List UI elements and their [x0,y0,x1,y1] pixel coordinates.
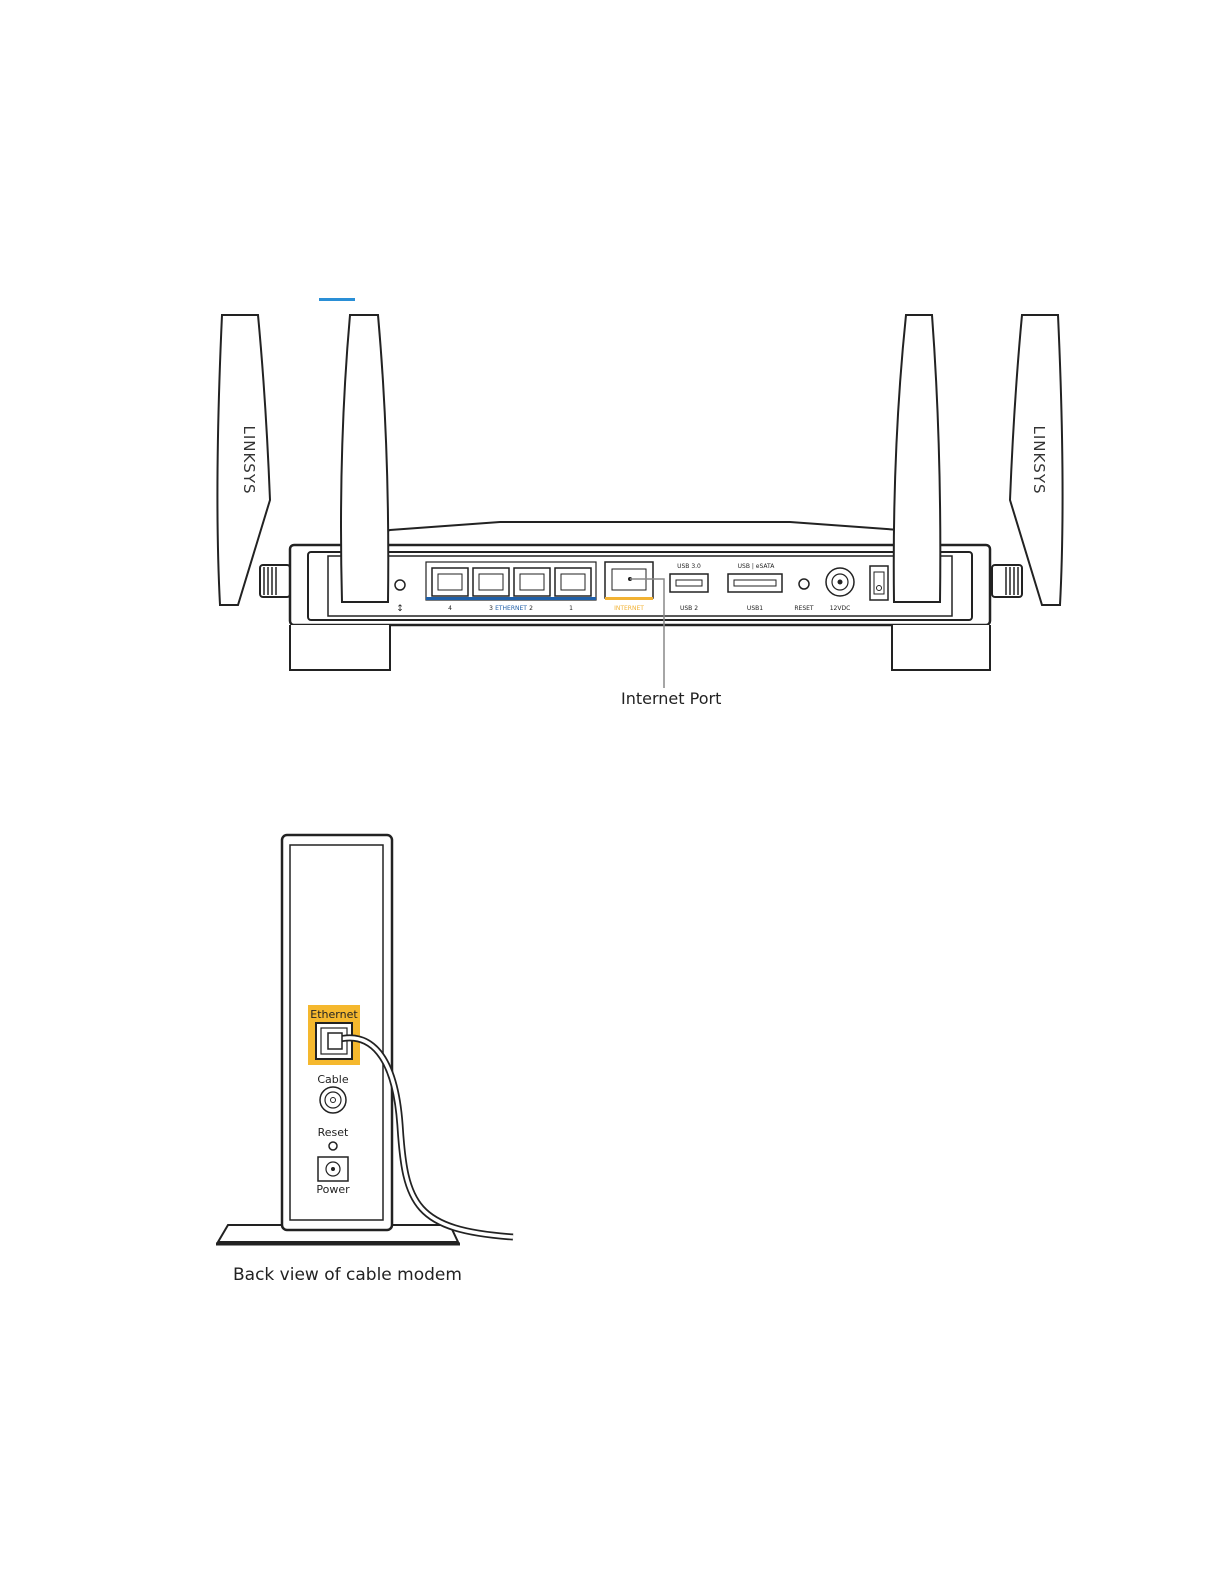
eth1-label: 1 [569,605,573,612]
ethernet-port-3 [473,568,509,596]
modem-cable-label: Cable [317,1073,348,1086]
usb1-label: USB1 [747,605,763,612]
eth3-label: 3 [489,605,493,612]
reset-button [799,579,809,589]
eth2-label: 2 [529,605,533,612]
modem-power-label: Power [316,1183,350,1196]
ethernet-port-4 [432,568,468,596]
modem-reset-label: Reset [318,1126,349,1139]
router-antenna-right-inner [894,315,941,602]
ethernet-color-bar [426,597,596,600]
router-antenna-left-inner [341,315,388,602]
wps-icon: ↕ [396,604,404,614]
modem-reset-button [329,1142,337,1150]
eth4-label: 4 [448,605,452,612]
router-brand-right: LINKSYS [1030,425,1048,494]
internet-port-caption: Internet Port [621,689,721,708]
usb-esata-label: USB | eSATA [738,563,776,570]
reset-label: RESET [794,605,814,612]
usb30-label: USB 3.0 [677,563,701,570]
modem-ethernet-label: Ethernet [310,1008,358,1021]
internet-color-bar [605,597,653,600]
ethernet-port-2 [514,568,550,596]
ethernet-port-1 [555,568,591,596]
modem-caption: Back view of cable modem [233,1265,462,1285]
ethernet-label: ETHERNET [495,605,527,612]
modem-back-illustration: Ethernet Cable Reset Power [200,825,530,1295]
dc-power-label: 12VDC [830,605,851,612]
router-back-illustration: LINKSYS LINKSYS ↕ 4 3 ETHE [200,290,1080,730]
internet-label: INTERNET [614,605,644,612]
usb2-label: USB 2 [680,605,698,612]
router-brand-left: LINKSYS [240,425,258,494]
